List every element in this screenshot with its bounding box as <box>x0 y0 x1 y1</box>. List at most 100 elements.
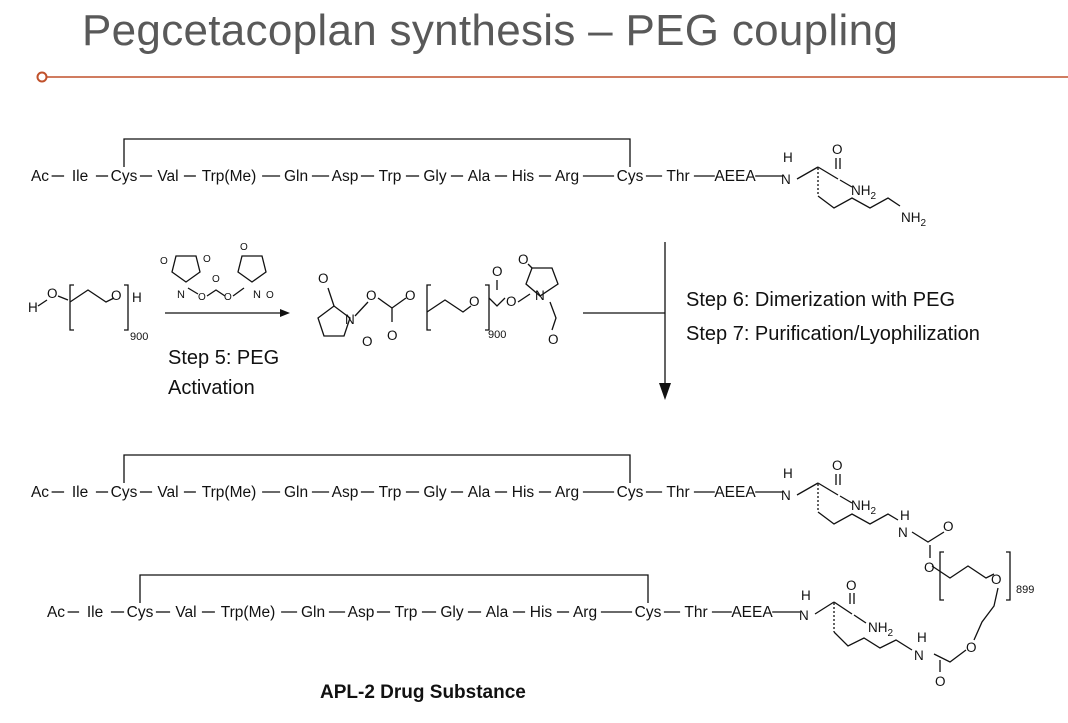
step5-label-line2: Activation <box>168 377 255 399</box>
svg-text:O: O <box>387 328 398 343</box>
residue-cys: Cys <box>111 168 138 185</box>
svg-text:N: N <box>781 488 791 503</box>
residue-arg: Arg <box>555 168 579 185</box>
atom-h: H <box>28 300 38 315</box>
residue-val: Val <box>175 604 196 621</box>
svg-text:O: O <box>518 252 529 267</box>
residue-ac: Ac <box>31 484 49 501</box>
svg-text:H: H <box>801 588 811 603</box>
svg-text:O: O <box>366 288 377 303</box>
residue-ac: Ac <box>31 168 49 185</box>
peg-repeat-900: 900 <box>488 329 506 341</box>
svg-text:H: H <box>783 466 793 481</box>
dsc-reagent: N O O O O O N O O <box>160 242 290 317</box>
residue-gln: Gln <box>284 168 308 185</box>
residue-aeea: AEEA <box>714 484 756 501</box>
atom-o: O <box>47 286 58 301</box>
svg-text:O: O <box>469 294 480 309</box>
atom-h: H <box>132 290 142 305</box>
atom-nh2: NH2 <box>851 183 877 202</box>
residue-gly: Gly <box>423 484 447 501</box>
svg-text:N: N <box>535 288 545 303</box>
peg-diol: H O O H 900 <box>28 284 148 343</box>
disulfide-bridge <box>139 574 649 603</box>
svg-text:O: O <box>506 294 517 309</box>
svg-text:O: O <box>266 290 274 301</box>
svg-text:O: O <box>924 560 935 575</box>
residue-trpme: Trp(Me) <box>221 604 276 621</box>
residue-aeea: AEEA <box>731 604 773 621</box>
svg-text:O: O <box>362 334 373 349</box>
svg-text:NH2: NH2 <box>851 498 877 517</box>
svg-text:H: H <box>900 508 910 523</box>
svg-text:O: O <box>160 256 168 267</box>
peg-repeat-899: 899 <box>1016 584 1034 596</box>
title-rule <box>36 71 1068 83</box>
residue-his: His <box>512 168 535 185</box>
residue-arg: Arg <box>555 484 579 501</box>
residue-trpme: Trp(Me) <box>202 484 257 501</box>
residue-val: Val <box>157 484 178 501</box>
residue-gln: Gln <box>284 484 308 501</box>
product-label: APL-2 Drug Substance <box>320 682 526 703</box>
residue-aeea: AEEA <box>714 168 756 185</box>
residue-trpme: Trp(Me) <box>202 168 257 185</box>
residue-his: His <box>530 604 553 621</box>
residue-ile: Ile <box>87 604 103 621</box>
svg-text:O: O <box>318 271 329 286</box>
residue-ile: Ile <box>72 168 88 185</box>
atom-n: N <box>781 172 791 187</box>
atom-o: O <box>832 142 843 157</box>
svg-text:N: N <box>914 648 924 663</box>
residue-ala: Ala <box>468 168 491 185</box>
svg-text:O: O <box>240 242 248 253</box>
residue-ac: Ac <box>47 604 65 621</box>
svg-text:O: O <box>846 578 857 593</box>
svg-text:O: O <box>935 674 946 689</box>
residue-asp: Asp <box>332 484 359 501</box>
disulfide-bridge <box>123 138 631 167</box>
svg-text:N: N <box>898 525 908 540</box>
svg-text:N: N <box>177 289 185 301</box>
residue-ala: Ala <box>468 484 491 501</box>
svg-text:O: O <box>203 254 211 265</box>
residue-cys: Cys <box>111 484 138 501</box>
residue-gln: Gln <box>301 604 325 621</box>
residue-gly: Gly <box>440 604 464 621</box>
svg-text:O: O <box>212 274 220 285</box>
residue-cys: Cys <box>635 604 662 621</box>
residue-val: Val <box>157 168 178 185</box>
svg-text:O: O <box>991 572 1002 587</box>
residue-thr: Thr <box>666 484 689 501</box>
process-arrow <box>583 242 671 400</box>
atom-nh2: NH2 <box>901 210 927 229</box>
atom-h: H <box>783 150 793 165</box>
svg-text:O: O <box>943 519 954 534</box>
svg-text:N: N <box>345 312 355 327</box>
residue-trp: Trp <box>395 604 418 621</box>
svg-text:N: N <box>799 608 809 623</box>
residue-asp: Asp <box>348 604 375 621</box>
svg-text:O: O <box>966 640 977 655</box>
residue-cys: Cys <box>127 604 154 621</box>
residue-cys: Cys <box>617 484 644 501</box>
residue-thr: Thr <box>666 168 689 185</box>
lysine-terminus-top: H N O NH2 NH2 <box>781 142 927 229</box>
step6-label: Step 6: Dimerization with PEG <box>686 289 955 311</box>
residue-trp: Trp <box>379 484 402 501</box>
svg-text:O: O <box>224 292 232 303</box>
residue-thr: Thr <box>684 604 707 621</box>
activated-peg: N O O O O O O 900 O O N O O <box>317 252 559 349</box>
residue-asp: Asp <box>332 168 359 185</box>
svg-text:N: N <box>253 289 261 301</box>
svg-text:O: O <box>492 264 503 279</box>
svg-text:H: H <box>917 630 927 645</box>
disulfide-bridge <box>123 454 631 483</box>
lysine-terminus-product-2: H N O NH2 <box>799 578 913 651</box>
residue-ile: Ile <box>72 484 88 501</box>
svg-text:NH2: NH2 <box>868 620 894 639</box>
atom-o: O <box>111 288 122 303</box>
